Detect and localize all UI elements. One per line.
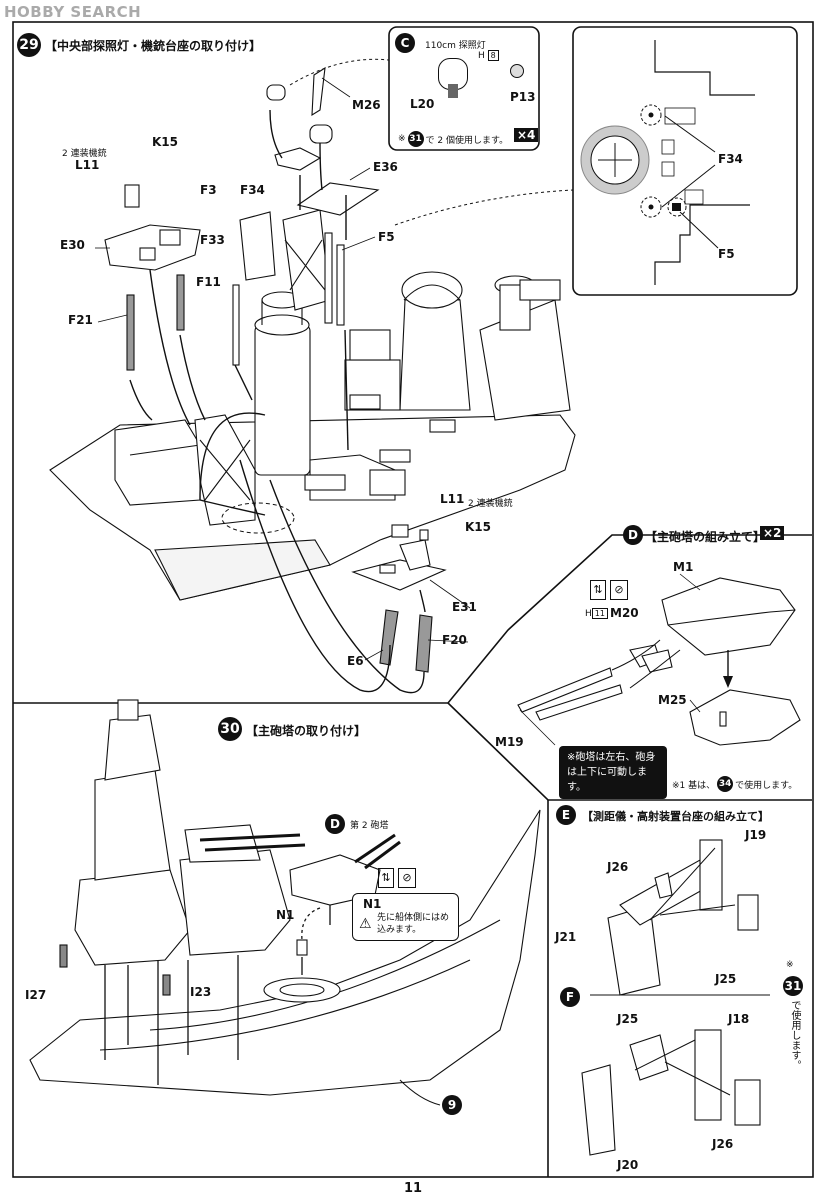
warning-icon: ⚠ (359, 916, 372, 932)
sub-d-footnote: ※1 基は、 34 で使用します。 (672, 776, 797, 792)
part-j20: J20 (617, 1158, 639, 1172)
movable-icon: ⇅ (590, 580, 606, 600)
sub-e-letter: E (556, 805, 576, 825)
detail-guide (394, 189, 574, 226)
no-glue-icon: ⊘ (610, 580, 628, 600)
part-f33: F33 (200, 233, 225, 247)
sub-f-letter: F (560, 987, 580, 1007)
lens-icon (510, 64, 524, 78)
part-e31: E31 (452, 600, 477, 614)
part-j26-f: J26 (712, 1137, 734, 1151)
step-29-title: 【中央部探照灯・機銃台座の取り付け】 (45, 39, 262, 53)
turret-drawing (517, 577, 801, 746)
page-number: 11 (404, 1181, 423, 1196)
sub-d-title: 【主砲塔の組み立て】 (645, 530, 766, 544)
part-m26: M26 (352, 98, 381, 112)
sub-c-title: 110cm 探照灯 (425, 41, 486, 51)
step-30-d-label: 第 2 砲塔 (350, 821, 389, 831)
part-f20: F20 (442, 633, 467, 647)
guide-arrows-29 (129, 109, 426, 694)
detail-box (572, 26, 798, 296)
searchlight-base-icon (448, 84, 458, 98)
sub-d-h-num: 11 (591, 608, 608, 619)
part-j25: J25 (715, 972, 737, 986)
sub-c-h: H 8 (478, 50, 499, 61)
divider-29-30 (13, 534, 812, 704)
part-m1: M1 (673, 560, 694, 574)
part-m25: M25 (658, 693, 687, 707)
callout-n1-label: N1 (363, 897, 382, 911)
ref-step-34: 34 (717, 776, 734, 792)
sub-d-quantity: ×2 (760, 526, 785, 540)
part-j26: J26 (607, 860, 629, 874)
part-j19: J19 (745, 828, 767, 842)
note-l11-twin-mg: 2 連装機銃 (62, 149, 107, 159)
sub-c-h-num: 8 (487, 50, 499, 61)
ref-step-31: 31 (407, 131, 424, 147)
part-k15b: K15 (465, 520, 491, 534)
part-l11: L11 (75, 158, 100, 172)
page-frame (12, 21, 814, 1178)
part-f21: F21 (68, 313, 93, 327)
ref-step-9: 9 (442, 1095, 462, 1115)
step-30-d-letter: D (325, 814, 345, 834)
callout-text: 先に船体側にはめ込みます。 (377, 913, 450, 935)
part-j25-f: J25 (617, 1012, 639, 1026)
no-glue-icon-30: ⊘ (398, 868, 416, 888)
part-e36: E36 (373, 160, 398, 174)
side-note-ref-31: 31 (783, 976, 803, 996)
detail-f5: F5 (718, 247, 735, 261)
part-m20: M20 (610, 606, 639, 620)
ship-drawing (29, 699, 541, 1096)
sub-c-box (388, 26, 540, 151)
step-30-number: 30 (218, 717, 242, 741)
part-m19: M19 (495, 735, 524, 749)
part-i23: I23 (190, 985, 212, 999)
side-note-mark: ※ (786, 960, 794, 970)
part-f34: F34 (240, 183, 265, 197)
part-k15: K15 (152, 135, 178, 149)
watermark: HOBBY SEARCH (4, 3, 142, 21)
guide-arrows-30 (104, 905, 331, 1085)
superstructure-drawing (49, 66, 576, 673)
sub-c-quantity: ×4 (514, 128, 539, 142)
sub-d-note: ※砲塔は左右、砲身は上下に可動します。 (559, 746, 667, 799)
part-p13: P13 (510, 90, 536, 104)
side-note-text: で使用します。 (789, 1000, 800, 1070)
note-l11b-twin-mg: 2 連装機銃 (468, 499, 513, 509)
detail-f34: F34 (718, 152, 743, 166)
part-n1: N1 (276, 908, 295, 922)
part-leaders (95, 77, 701, 746)
part-j18: J18 (728, 1012, 750, 1026)
sub-d-letter: D (623, 525, 643, 545)
movable-icon-30: ⇅ (378, 868, 394, 888)
part-f3: F3 (200, 183, 217, 197)
sub-e-title: 【測距儀・高射装置台座の組み立て】 (582, 810, 769, 823)
sub-c-ref: ※ 31 で 2 個使用します。 (398, 131, 508, 147)
step-30-title: 【主砲塔の取り付け】 (246, 724, 367, 738)
part-e30: E30 (60, 238, 85, 252)
part-i27: I27 (25, 988, 47, 1002)
n1-callout-box: N1 ⚠ 先に船体側にはめ込みます。 (352, 893, 459, 941)
part-e6: E6 (347, 654, 364, 668)
part-l11b: L11 (440, 492, 465, 506)
part-f11: F11 (196, 275, 221, 289)
part-f5: F5 (378, 230, 395, 244)
bracket-drawings (581, 839, 761, 1156)
sub-c-letter: C (395, 33, 415, 53)
detail-deck-outline (654, 40, 755, 285)
part-l20: L20 (410, 97, 435, 111)
part-j21: J21 (555, 930, 577, 944)
step-29-number: 29 (17, 33, 41, 57)
